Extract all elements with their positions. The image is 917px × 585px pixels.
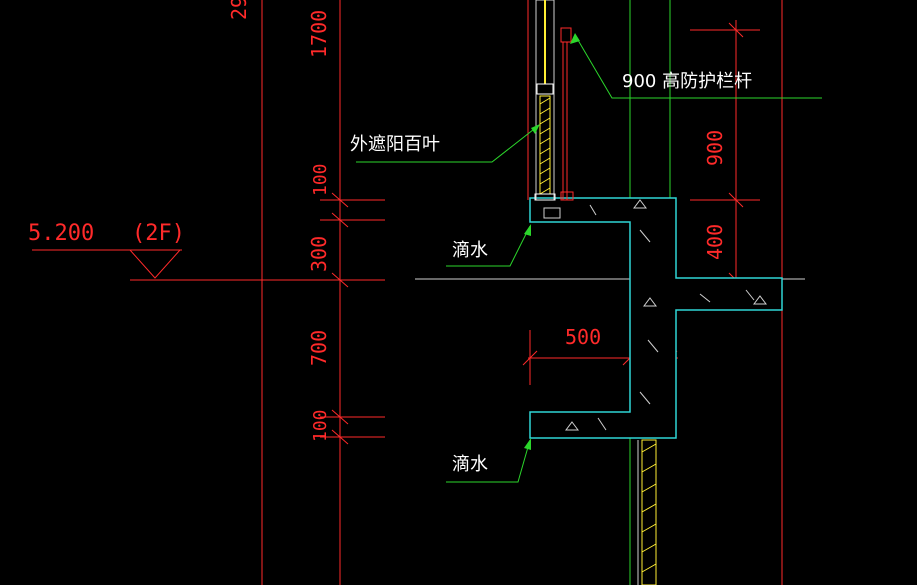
dim-900: 900 [703,130,727,166]
dim-300: 300 [307,236,331,272]
lower-window-frame [637,439,657,585]
elevation-marker [32,249,300,281]
concrete-section [529,197,783,439]
louver-frame [534,0,556,201]
dim-500: 500 [565,325,601,349]
left-dim-ticks [300,192,385,445]
railing [560,27,574,201]
railing-annotation: 900 高防护栏杆 [622,71,752,92]
drip-annotation-top: 滴水 [452,240,488,261]
dim-100-bottom: 100 [310,409,331,442]
dim-700: 700 [307,330,331,366]
leader-lines [356,34,822,483]
dim-400: 400 [703,224,727,260]
elevation-value: 5.200 [28,221,94,246]
louver-annotation: 外遮阳百叶 [350,134,440,155]
dim-1700: 1700 [307,10,331,58]
dim-100-top: 100 [310,163,331,196]
dim-top-cut: 29 [227,0,251,20]
drip-annotation-bottom: 滴水 [452,454,488,475]
leader-arrowheads [524,33,580,450]
elevation-floor-label: (2F) [132,221,185,246]
